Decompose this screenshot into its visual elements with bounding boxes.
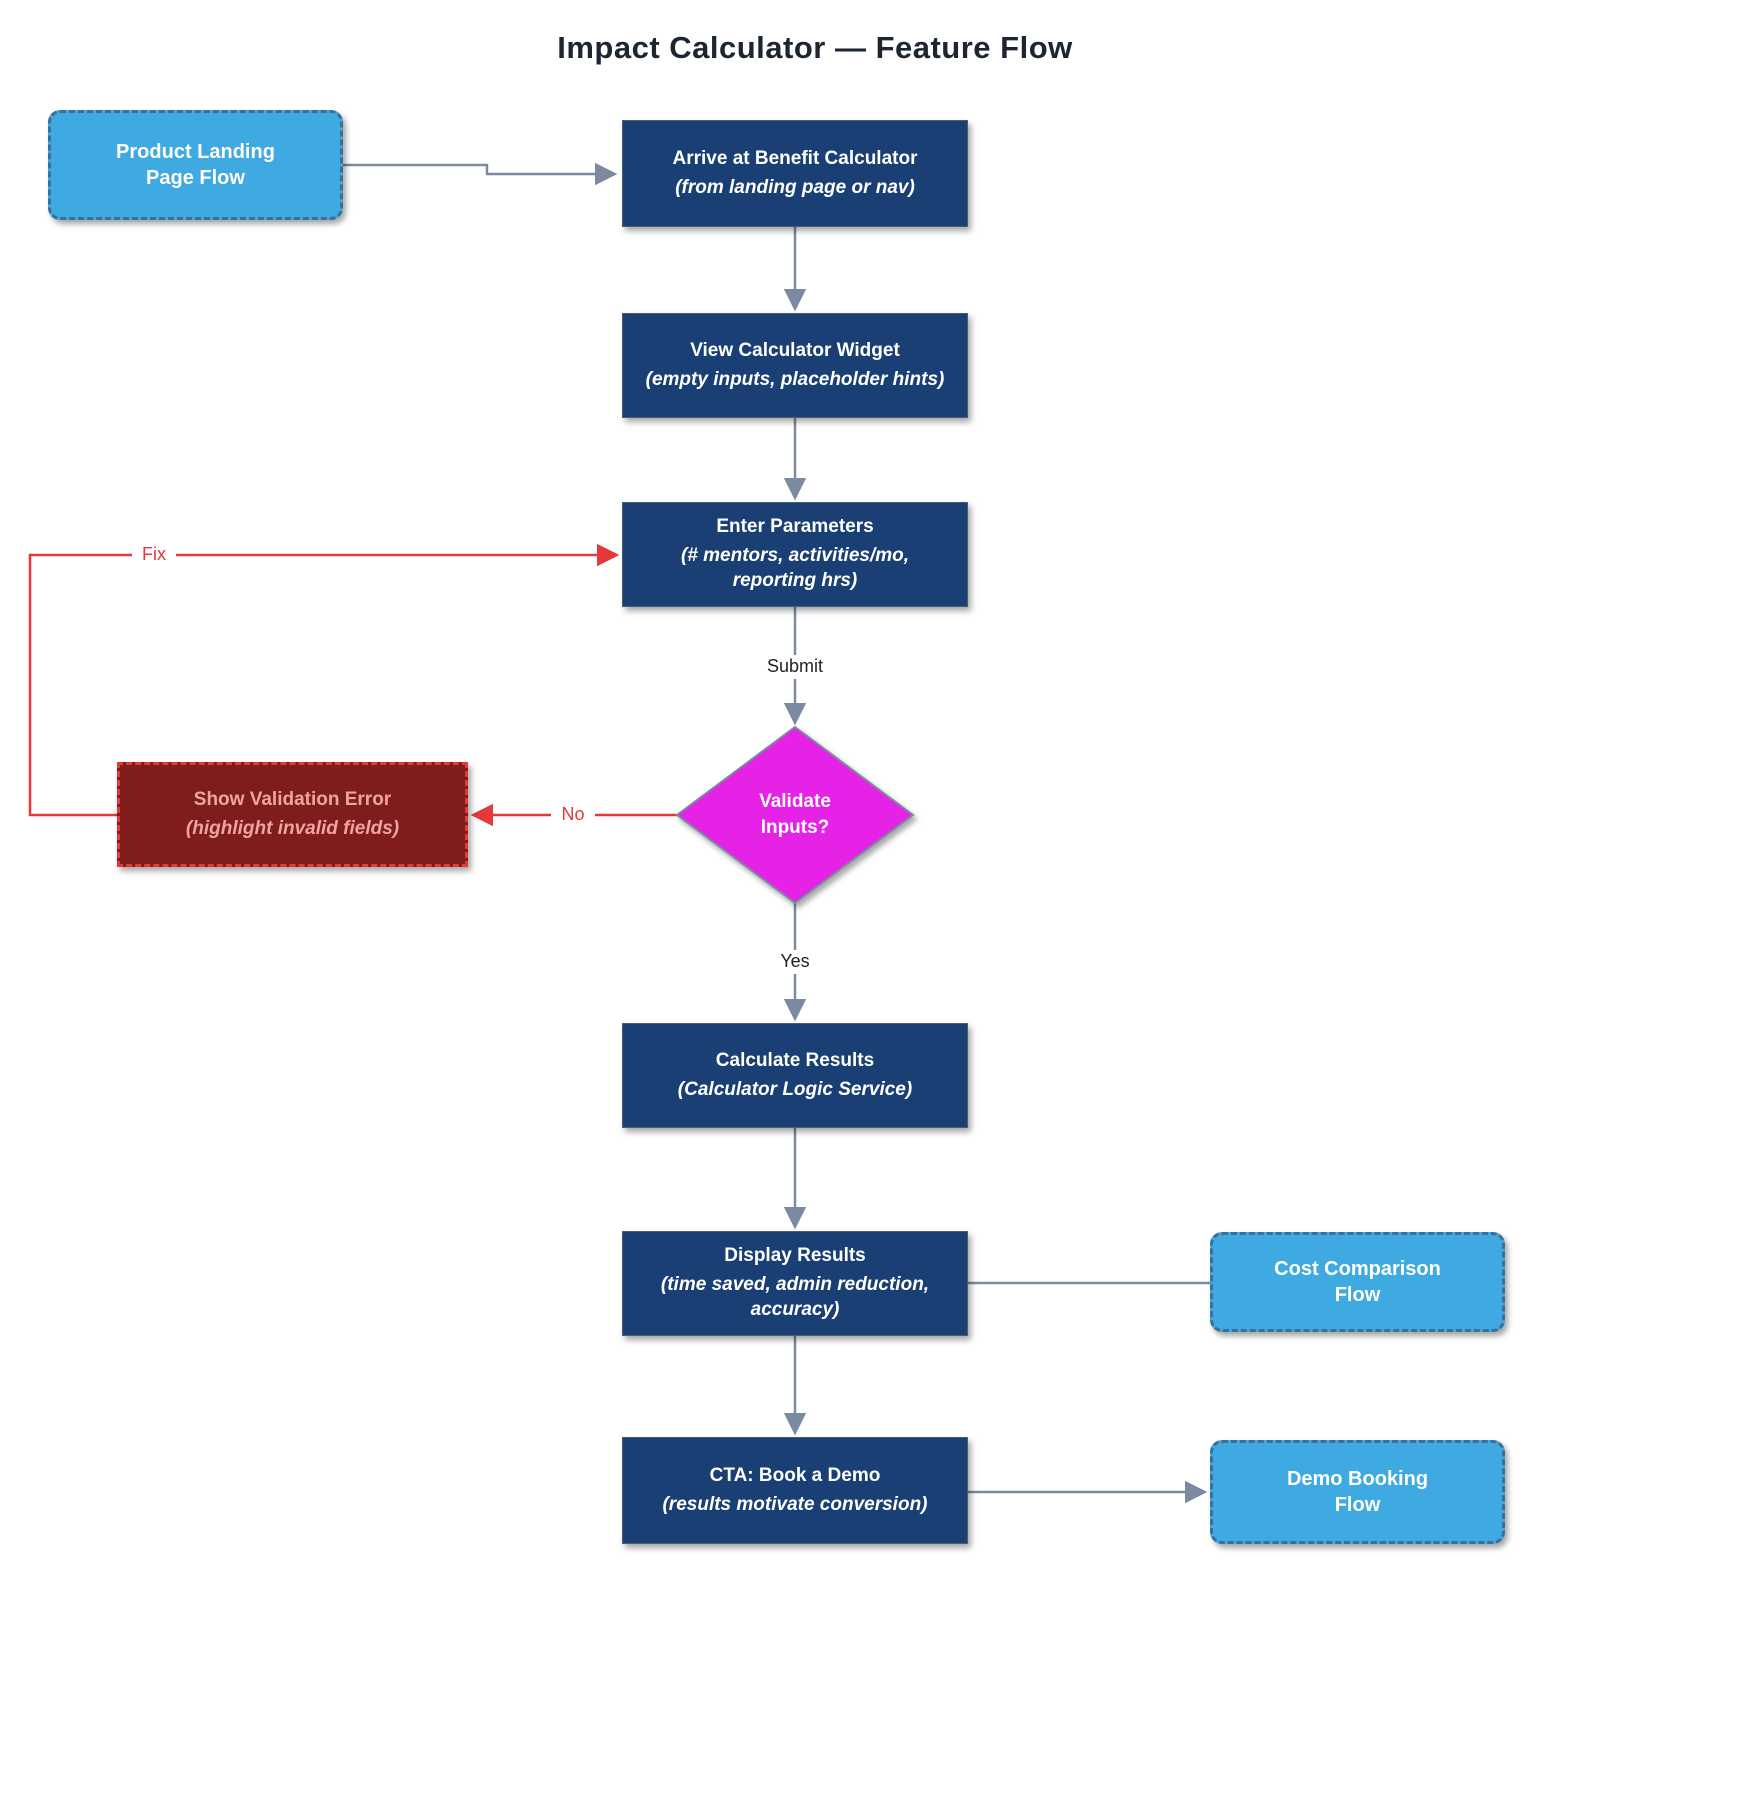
node-label: Product Landing Page Flow [116, 141, 275, 189]
node-label: Display Results [724, 1245, 866, 1267]
node-view-calculator-widget: View Calculator Widget (empty inputs, pl… [622, 313, 968, 418]
node-label: View Calculator Widget [690, 339, 900, 361]
node-sublabel: (results motivate conversion) [662, 1493, 928, 1515]
node-cost-comparison-flow: Cost Comparison Flow [1210, 1232, 1505, 1332]
node-label: CTA: Book a Demo [709, 1464, 881, 1486]
node-label: Enter Parameters [716, 516, 874, 538]
node-product-landing-page-flow: Product Landing Page Flow [48, 110, 343, 220]
node-label: Cost Comparison Flow [1274, 1258, 1441, 1306]
node-enter-parameters: Enter Parameters (# mentors, activities/… [622, 502, 968, 607]
node-label: Demo Booking Flow [1286, 1468, 1429, 1516]
node-label: Calculate Results [715, 1049, 875, 1071]
edge-label-submit: Submit [757, 655, 833, 679]
edge-label-no: No [551, 803, 595, 827]
node-cta-book-a-demo: CTA: Book a Demo (results motivate conve… [622, 1437, 968, 1544]
node-demo-booking-flow: Demo Booking Flow [1210, 1440, 1505, 1544]
node-sublabel: (# mentors, activities/mo, reporting hrs… [680, 545, 910, 591]
edge-label-yes: Yes [772, 950, 818, 974]
node-label: Arrive at Benefit Calculator [672, 147, 918, 169]
node-arrive-at-benefit-calculator: Arrive at Benefit Calculator (from landi… [622, 120, 968, 227]
node-label: Show Validation Error [193, 788, 392, 810]
diagram-title: Impact Calculator — Feature Flow [557, 30, 1073, 65]
edge-landing-to-arrive [343, 162, 618, 186]
node-sublabel: (time saved, admin reduction, accuracy) [660, 1274, 930, 1320]
node-sublabel: (highlight invalid fields) [185, 817, 400, 839]
node-validate-inputs-decision: Validate Inputs? [759, 791, 831, 838]
node-display-results: Display Results (time saved, admin reduc… [622, 1231, 968, 1336]
node-show-validation-error: Show Validation Error (highlight invalid… [117, 762, 468, 867]
node-calculate-results: Calculate Results (Calculator Logic Serv… [622, 1023, 968, 1128]
node-sublabel: (Calculator Logic Service) [677, 1078, 913, 1100]
node-sublabel: (empty inputs, placeholder hints) [645, 368, 945, 390]
edge-label-fix: Fix [132, 543, 176, 567]
node-sublabel: (from landing page or nav) [675, 176, 915, 198]
